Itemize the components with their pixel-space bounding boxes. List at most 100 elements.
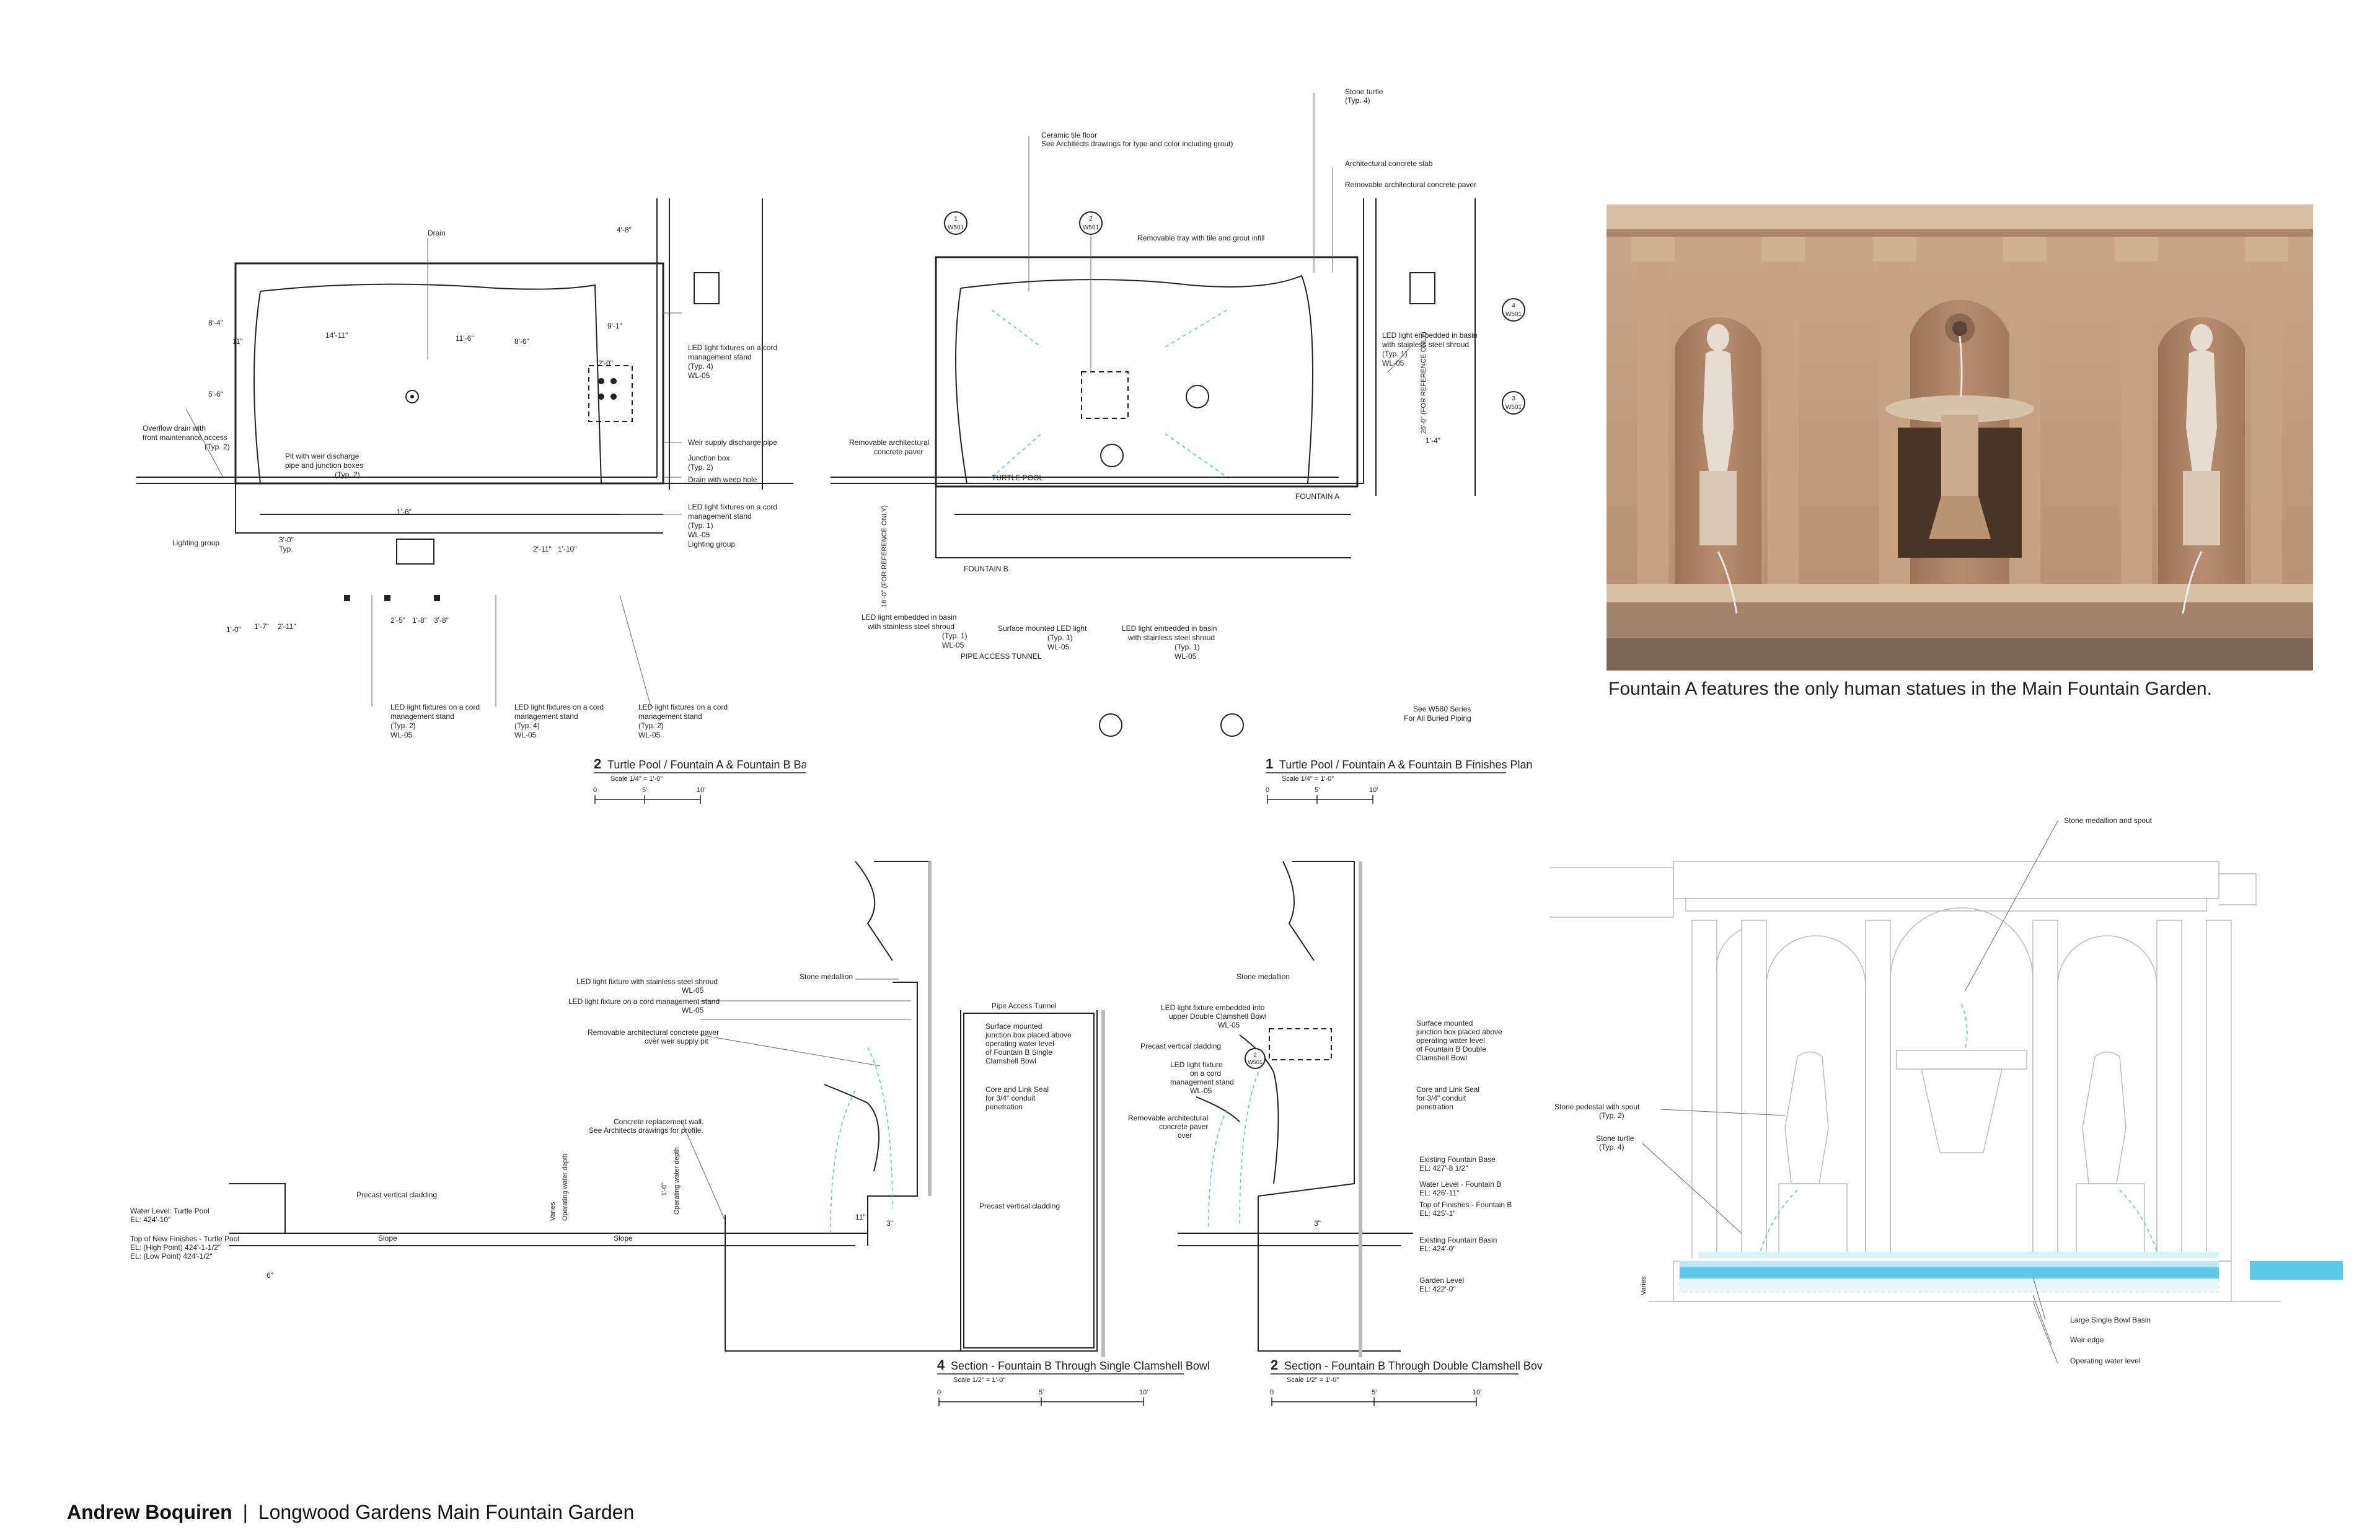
s2-surf1: Surface mounted <box>1416 1019 1473 1027</box>
plan1-tag3b: W501 <box>1505 311 1522 318</box>
s4-top1: Top of New Finishes - Turtle Pool <box>130 1234 239 1243</box>
plan1-tag2b: W501 <box>1083 224 1100 231</box>
footer-separator: | <box>242 1501 248 1523</box>
plan1-ceramic2: See Architects drawings for type and col… <box>1041 139 1233 148</box>
plan2-note-bot2c: (Typ. 4) <box>514 721 540 730</box>
elev-bowl: Large Single Bowl Basin <box>2070 1316 2151 1324</box>
plan2-dim-d11: 2'-11" <box>533 545 552 553</box>
s2-e2a: Water Level - Fountain B <box>1419 1180 1501 1189</box>
plan2-note-bot3c: (Typ. 2) <box>638 721 664 730</box>
plan1-scale-tick-1: 5' <box>1315 786 1320 794</box>
plan2-note-led1c: (Typ. 4) <box>688 362 713 371</box>
s4-precast2: Precast vertical cladding <box>979 1202 1060 1210</box>
s4-d1: 1'-0" <box>661 1182 668 1196</box>
finishes-plan-drawing: 1 W501 2 W501 4 W501 3 W501 Stone turtle… <box>831 87 1533 804</box>
plan2-note-bot3a: LED light fixtures on a cord <box>638 703 728 711</box>
plan1-tag2: 2 <box>1089 216 1093 222</box>
s4-scale-tick-2: 10' <box>1139 1389 1148 1396</box>
plan2-note-led1d: WL-05 <box>688 371 710 380</box>
s2-d1: 3" <box>1314 1219 1321 1228</box>
plan2-note-led1b: management stand <box>688 353 752 361</box>
plan2-scale-tick-1: 5' <box>642 786 647 794</box>
s4-core3: penetration <box>985 1102 1023 1111</box>
plan2-note-bot3b: management stand <box>638 712 702 721</box>
elev-pedestal2: (Typ. 2) <box>1599 1111 1624 1120</box>
plan1-rem2: concrete paver <box>874 447 923 456</box>
s2-led1a: LED light fixture embedded into <box>1161 1003 1265 1012</box>
elev-medallion: Stone medallion and spout <box>2064 816 2153 825</box>
plan2-dim-d5: 9'-1" <box>607 322 622 330</box>
plan1-ceramic1: Ceramic tile floor <box>1041 131 1097 139</box>
section2-drawing: 2 W501 Stone medallion LED light fixture… <box>1128 861 1543 1406</box>
s4-surf3: operating water level <box>985 1039 1054 1048</box>
section4-drawing: Stone medallion LED light fixture with s… <box>130 861 1210 1406</box>
plan1-b3b: with stainless steel shroud <box>1127 633 1215 642</box>
elevation-drawing: Stone medallion and spout Stone pedestal… <box>1549 816 2343 1365</box>
plan1-tag1b: W501 <box>948 224 964 231</box>
plan2-dim-d10: 1'-6" <box>397 508 412 516</box>
plan2-note-bot2a: LED light fixtures on a cord <box>514 703 604 711</box>
plan2-dim-d6: 2'-0" <box>598 359 613 367</box>
plan2-dim-d15: 2'-5" <box>390 616 405 625</box>
plan1-tray: Removable tray with tile and grout infil… <box>1137 234 1264 242</box>
s2-scale: Scale 1/2" = 1'-0" <box>1287 1376 1339 1384</box>
plan2-dim-d4: 8'-6" <box>514 337 529 346</box>
plan2-note-bot2b: management stand <box>514 712 578 721</box>
s2-surf2: junction box placed above <box>1416 1027 1502 1036</box>
s2-paver1: Removable architectural <box>1128 1114 1208 1122</box>
plan2-note-weir: Weir supply discharge pipe <box>688 438 777 447</box>
plan2-note-drainweep: Drain with weep hole <box>688 475 757 484</box>
s2-tag: 2 <box>1253 1052 1256 1058</box>
s2-e5b: EL: 422'-0" <box>1419 1285 1456 1293</box>
plan1-tag4b: W501 <box>1505 404 1522 411</box>
s4-led1b: WL-05 <box>682 986 704 995</box>
plan1-ref1: 16'-0" (FOR REFERENCE ONLY) <box>881 505 888 607</box>
plan2-note-overflow3: (Typ. 2) <box>205 442 230 451</box>
s2-precast: Precast vertical cladding <box>1140 1042 1221 1050</box>
s2-paver2: concrete paver <box>1159 1122 1208 1131</box>
plan1-ledbasin1: LED light embedded in basin <box>1382 331 1477 340</box>
s4-led2a: LED light fixture on a cord management s… <box>568 997 720 1006</box>
s4-top3: EL: (Low Point) 424'-1/2" <box>130 1252 213 1261</box>
plan2-dim-d20: 5'-6" <box>208 390 223 398</box>
s4-slope2: Slope <box>614 1234 633 1243</box>
s4-surf2: junction box placed above <box>985 1031 1072 1039</box>
s2-e4a: Existing Fountain Basin <box>1419 1236 1497 1244</box>
s4-opdepth: Operating water depth <box>562 1153 569 1221</box>
s2-led2c: management stand <box>1170 1078 1234 1086</box>
plan2-dim-d14: 2'-11" <box>278 622 296 631</box>
s2-medallion: Stone medallion <box>1236 972 1290 981</box>
plan1-tag4: 3 <box>1512 395 1515 402</box>
plan2-dim-d9: Typ. <box>279 545 293 553</box>
s2-tagb: W501 <box>1248 1059 1263 1065</box>
plan2-dim-d2: 14'-11" <box>325 331 348 340</box>
plan1-title: Turtle Pool / Fountain A & Fountain B Fi… <box>1279 759 1533 771</box>
plan2-dim-d3: 11'-6" <box>456 334 474 343</box>
plan1-number: 1 <box>1266 756 1273 772</box>
plan2-note-bot3d: WL-05 <box>638 731 661 739</box>
plan1-slab: Architectural concrete slab <box>1345 159 1433 168</box>
s4-varies: Varies <box>549 1202 557 1221</box>
elev-opwl: Operating water level <box>2070 1357 2140 1365</box>
elev-varies: Varies <box>1640 1276 1647 1295</box>
fountain-photo-illustration <box>1606 205 2313 671</box>
plan2-note-lightgroup2: Lighting group <box>688 540 735 548</box>
plan2-dim-d1: 4'-8" <box>617 226 632 234</box>
plan2-scale-tick-0: 0 <box>593 786 597 794</box>
plan1-ledbasin4: WL-05 <box>1382 359 1404 367</box>
plan2-note-jbox1: Junction box <box>688 454 729 462</box>
plan1-tunnel: PIPE ACCESS TUNNEL <box>961 652 1042 661</box>
plan2-dim-d8: 3'-0" <box>279 535 294 544</box>
s4-core1: Core and Link Seal <box>985 1085 1049 1094</box>
s4-led1a: LED light fixture with stainless steel s… <box>576 977 718 986</box>
s4-wall1: Concrete replacement wall. <box>614 1117 703 1126</box>
s4-scale-tick-0: 0 <box>937 1389 941 1396</box>
plan2-title: Turtle Pool / Fountain A & Fountain B Ba… <box>607 759 806 771</box>
s4-led2b: WL-05 <box>682 1006 704 1014</box>
plan1-b1c: (Typ. 1) <box>942 631 967 640</box>
plan1-paver: Removable architectural concrete paver <box>1345 180 1476 189</box>
s2-title: Section - Fountain B Through Double Clam… <box>1284 1360 1543 1372</box>
s4-surf5: Clamshell Bowl <box>985 1057 1036 1065</box>
elev-weir: Weir edge <box>2070 1335 2104 1344</box>
s2-led1b: upper Double Clamshell Bowl <box>1169 1012 1266 1021</box>
